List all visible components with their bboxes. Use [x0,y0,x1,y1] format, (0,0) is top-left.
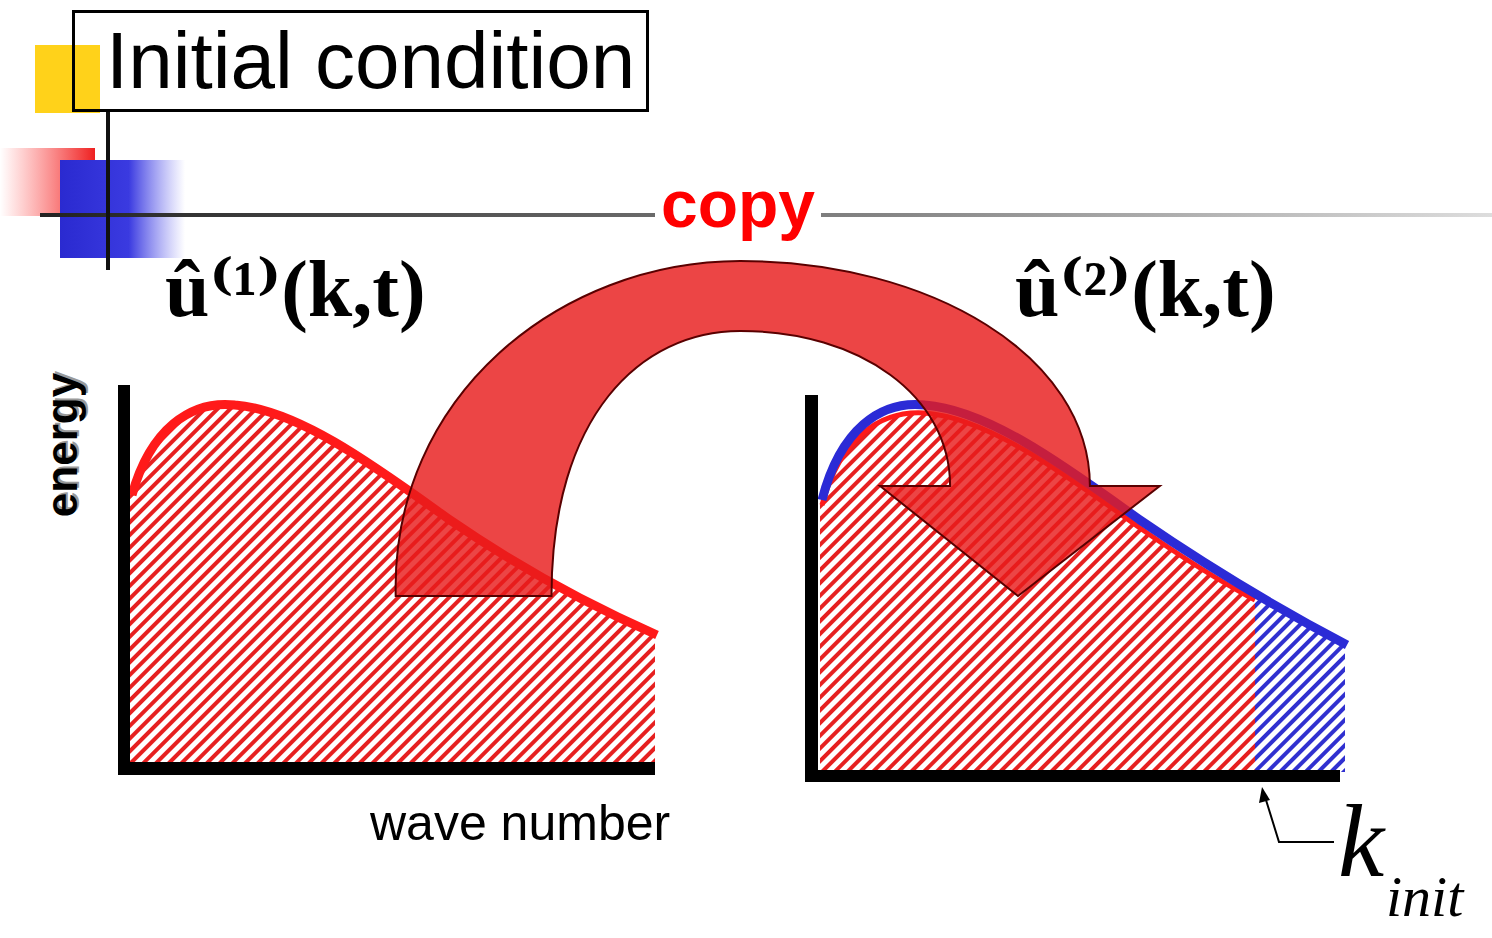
spectrum-panel: û⁽¹⁾(k,t) [115,245,660,785]
energy-area [130,404,655,765]
axis [810,770,1340,782]
leader-arrowhead [1259,787,1270,803]
yellow-square [35,45,100,113]
axis [805,395,818,782]
edge-label: copy [655,169,821,239]
spectrum-heading: û⁽²⁾(k,t) [1015,245,1276,333]
axis [118,762,655,775]
axis-label: wave number [370,794,670,852]
symbol-subscript: init [1386,866,1463,928]
spectrum-panel: û⁽²⁾(k,t) [800,245,1345,785]
title-box: Initial condition [72,10,649,112]
blue-square [60,160,185,258]
axis [118,385,130,775]
spectrum-heading: û⁽¹⁾(k,t) [165,245,426,333]
symbol-label: k [1338,786,1384,896]
axis-label: energy [36,373,88,517]
header-rule-vertical [106,112,110,270]
leader-line [1266,800,1334,842]
new-area [1255,404,1345,772]
slide-title: Initial condition [106,13,635,109]
